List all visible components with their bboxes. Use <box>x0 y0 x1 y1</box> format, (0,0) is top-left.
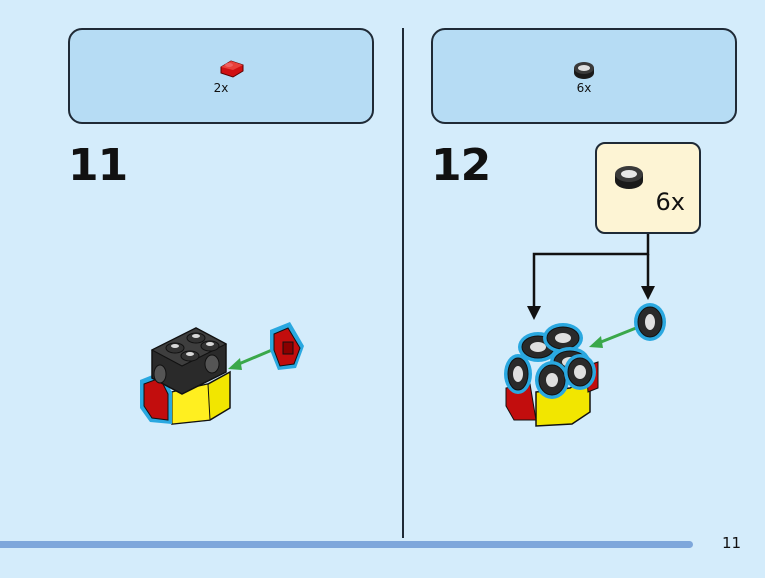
page-number: 11 <box>722 534 742 552</box>
callout-round-tile-icon <box>615 166 643 189</box>
step12-callout: 6x <box>595 142 701 234</box>
step11-parts-box: 2x <box>68 28 374 124</box>
footer-bar <box>0 541 693 548</box>
step12-number: 12 <box>431 140 491 191</box>
red-slope-piece-icon <box>220 60 244 78</box>
step11-parts-count: 2x <box>213 81 229 95</box>
step12-parts-count: 6x <box>576 81 592 95</box>
step12-parts-box: 6x <box>431 28 737 124</box>
step12-callout-count: 6x <box>655 188 685 216</box>
black-round-tile-icon <box>574 62 594 79</box>
step11-number: 11 <box>68 140 128 191</box>
step-divider <box>402 28 404 538</box>
